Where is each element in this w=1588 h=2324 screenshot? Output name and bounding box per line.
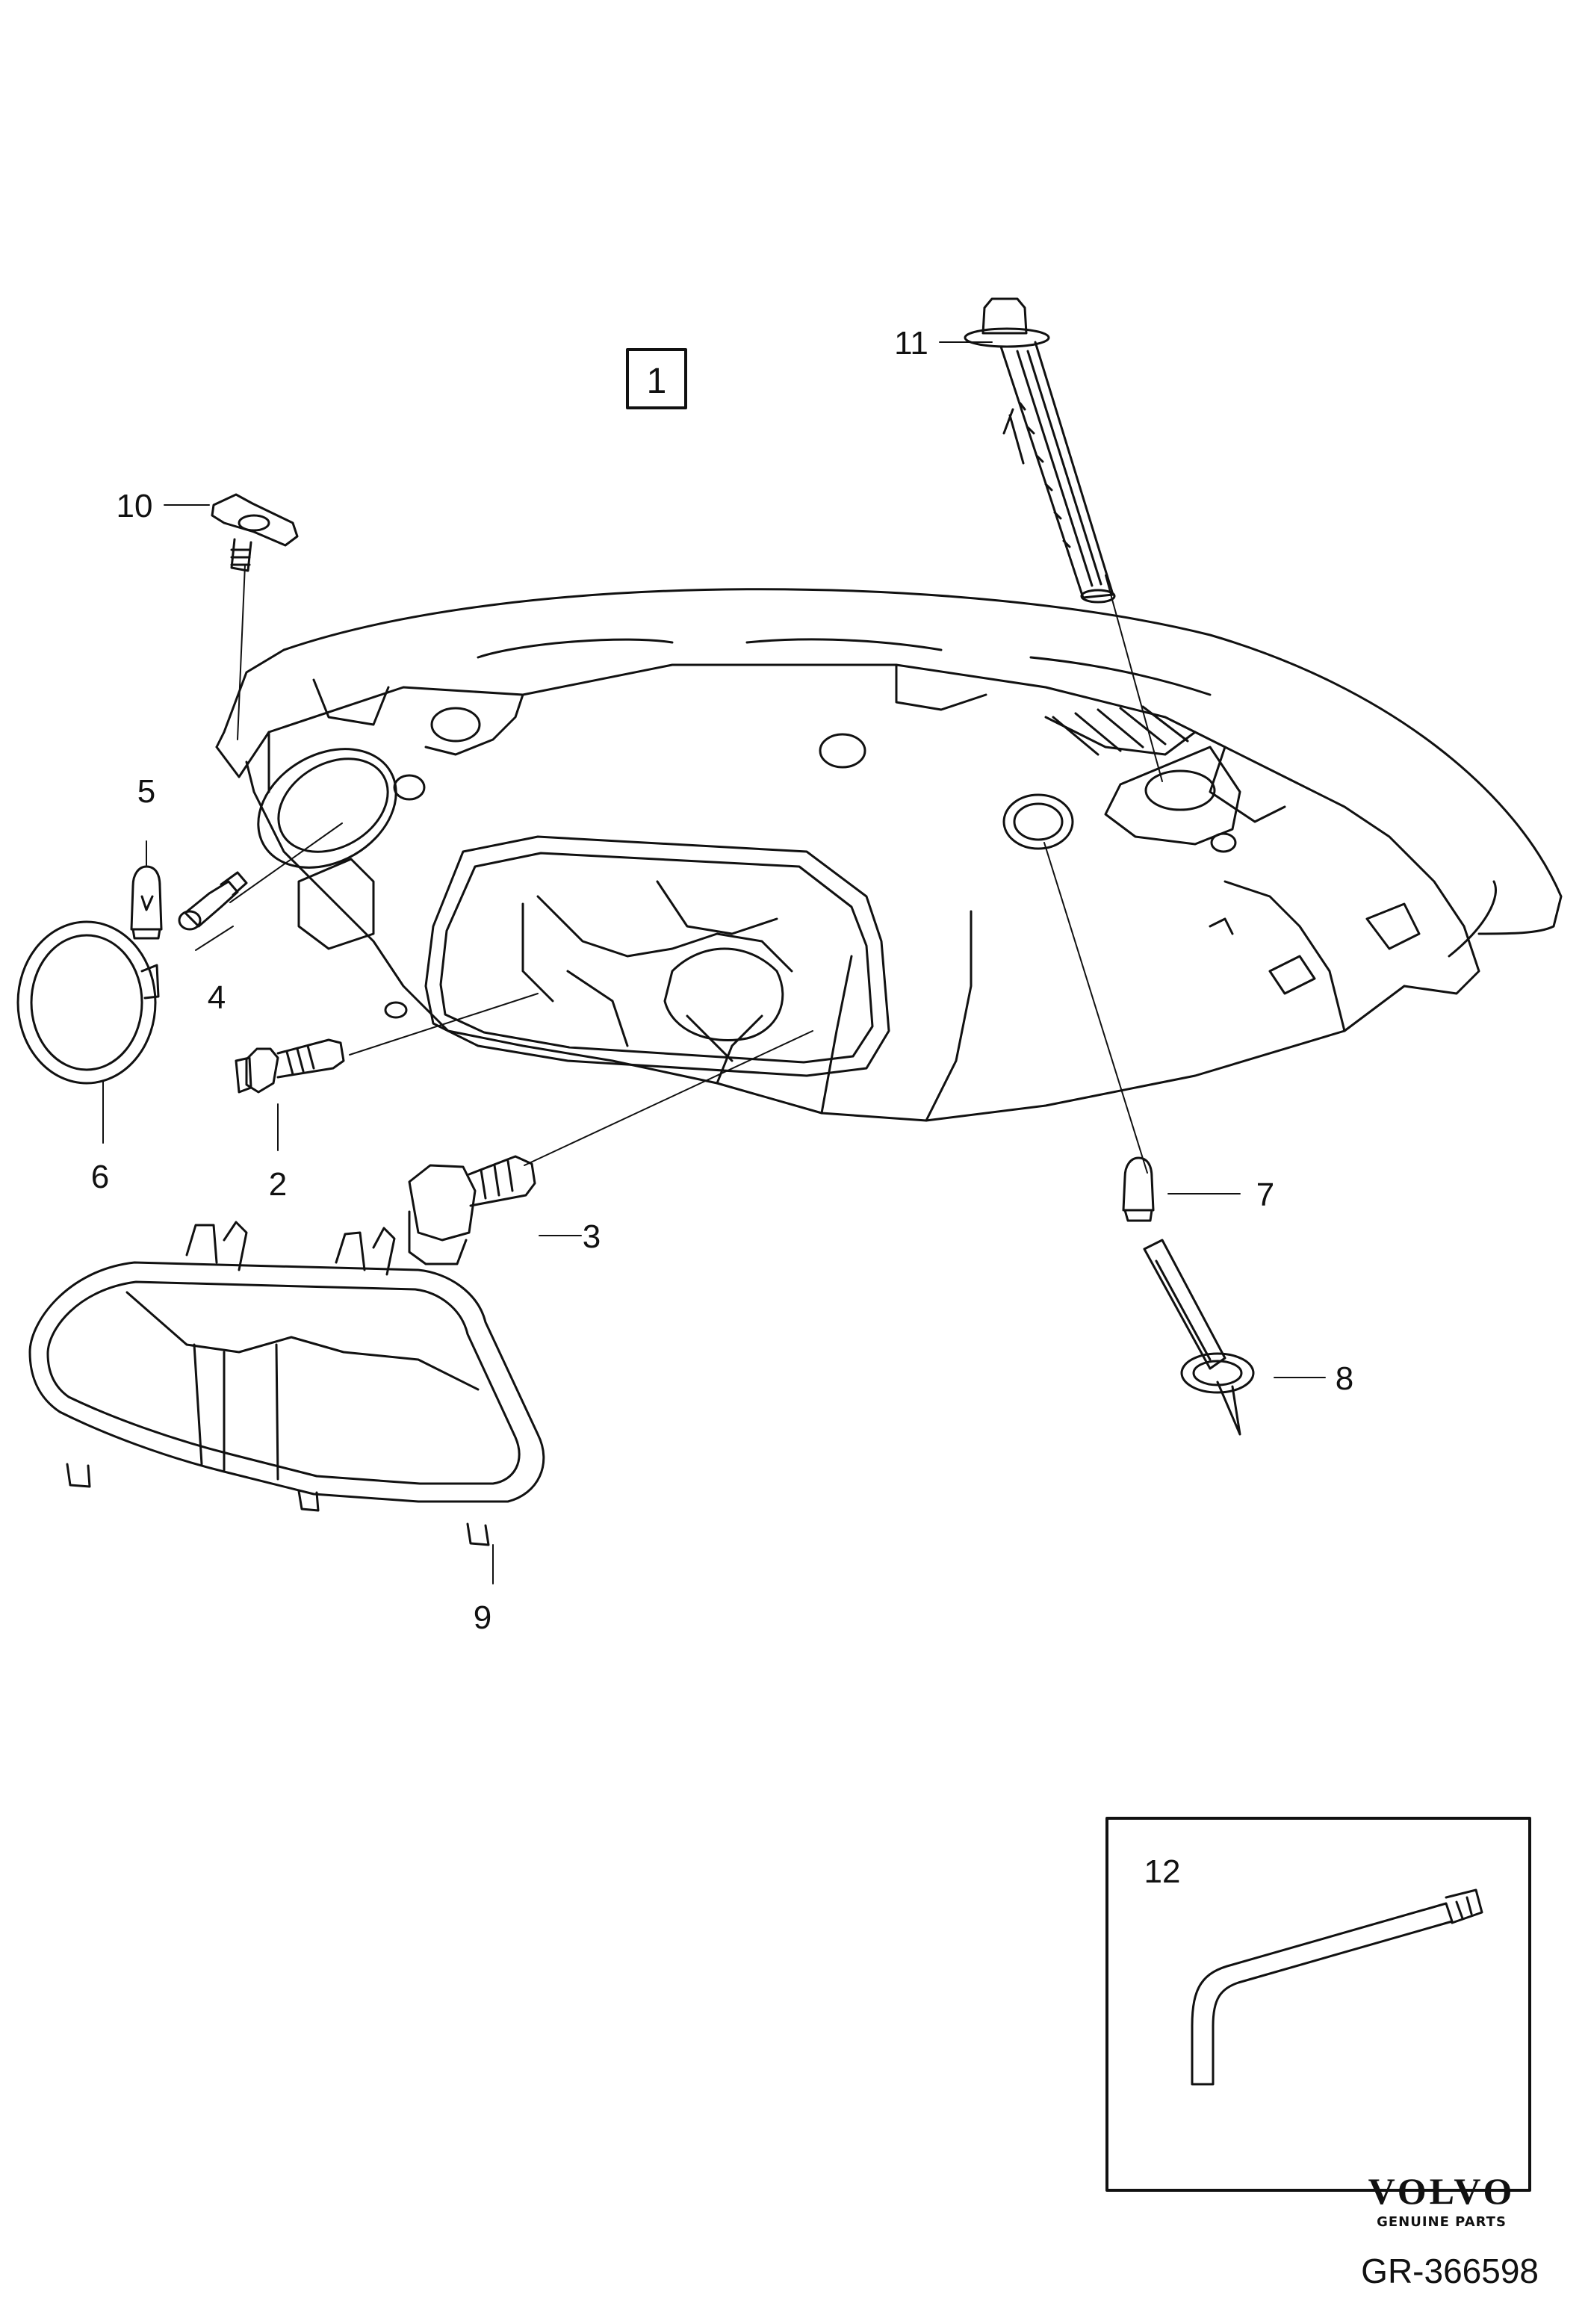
part-4-bulb-holder bbox=[178, 871, 248, 931]
part-7-wedge-bulb bbox=[1122, 1156, 1155, 1222]
part-8-expanding-rivet bbox=[1143, 1239, 1255, 1436]
callout-10: 10 bbox=[117, 488, 153, 524]
callout-2: 2 bbox=[269, 1166, 287, 1203]
callout-5: 5 bbox=[137, 773, 155, 810]
part-11-push-clip bbox=[964, 297, 1116, 604]
callout-4: 4 bbox=[208, 979, 226, 1016]
part-5-wedge-bulb bbox=[130, 865, 163, 940]
assembly-ref-label: 1 bbox=[647, 362, 667, 401]
assembly-ref-box: 1 bbox=[626, 348, 687, 409]
part-10-adjuster-screw bbox=[211, 493, 299, 572]
callout-6: 6 bbox=[91, 1159, 109, 1195]
callout-12: 12 bbox=[1144, 1853, 1181, 1890]
callout-7: 7 bbox=[1256, 1177, 1274, 1213]
callout-labels: 11 10 5 4 6 2 3 7 8 9 bbox=[91, 325, 1353, 1636]
brand-logo: VOLVO bbox=[1368, 2170, 1516, 2212]
callout-9: 9 bbox=[474, 1599, 491, 1636]
headlamp-housing bbox=[215, 588, 1563, 1122]
inset-box: 12 bbox=[1105, 1817, 1531, 2192]
leader-lines bbox=[102, 341, 1326, 1584]
part-2-halogen-bulb bbox=[235, 1038, 345, 1094]
part-12-torx-key bbox=[1191, 1888, 1483, 2086]
part-9-access-cover bbox=[28, 1221, 545, 1546]
callout-11: 11 bbox=[894, 325, 928, 362]
brand-subtitle: GENUINE PARTS bbox=[1377, 2214, 1507, 2230]
part-3-bulb-connector bbox=[408, 1155, 536, 1265]
callout-8: 8 bbox=[1336, 1360, 1353, 1397]
diagram-reference: GR-366598 bbox=[1361, 2252, 1539, 2290]
callout-3: 3 bbox=[583, 1218, 601, 1255]
part-6-cover-cap bbox=[16, 920, 160, 1085]
